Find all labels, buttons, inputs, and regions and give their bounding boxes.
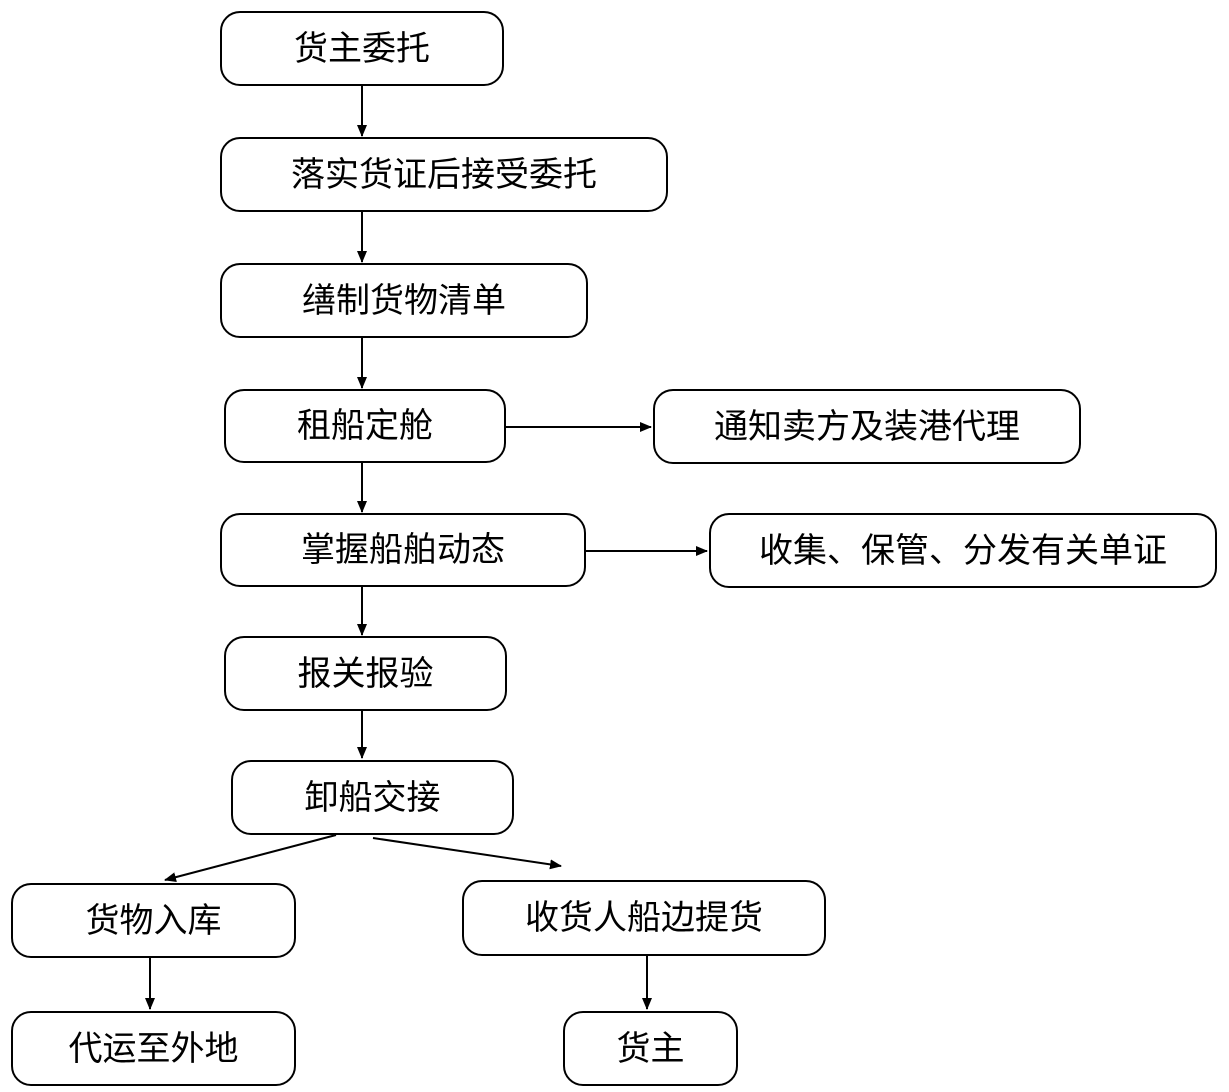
node-customs-inspection: 报关报验	[224, 636, 507, 711]
node-notify-seller: 通知卖方及装港代理	[653, 389, 1081, 464]
node-collect-documents: 收集、保管、分发有关单证	[709, 513, 1217, 588]
node-consignee-pickup: 收货人船边提货	[462, 880, 826, 956]
arrow-n7-n8a	[164, 834, 337, 883]
node-warehouse-storage: 货物入库	[11, 883, 296, 958]
node-cargo-owner-entrust: 货主委托	[220, 11, 504, 86]
node-accept-entrust: 落实货证后接受委托	[220, 137, 668, 212]
node-charter-ship: 租船定舱	[224, 389, 506, 463]
node-prepare-cargo-list: 缮制货物清单	[220, 263, 588, 338]
node-transport-elsewhere: 代运至外地	[11, 1011, 296, 1086]
node-cargo-owner: 货主	[563, 1011, 738, 1086]
node-track-ship: 掌握船舶动态	[220, 513, 586, 587]
node-unload-handover: 卸船交接	[231, 760, 514, 835]
arrow-n7-n8b	[372, 837, 562, 870]
